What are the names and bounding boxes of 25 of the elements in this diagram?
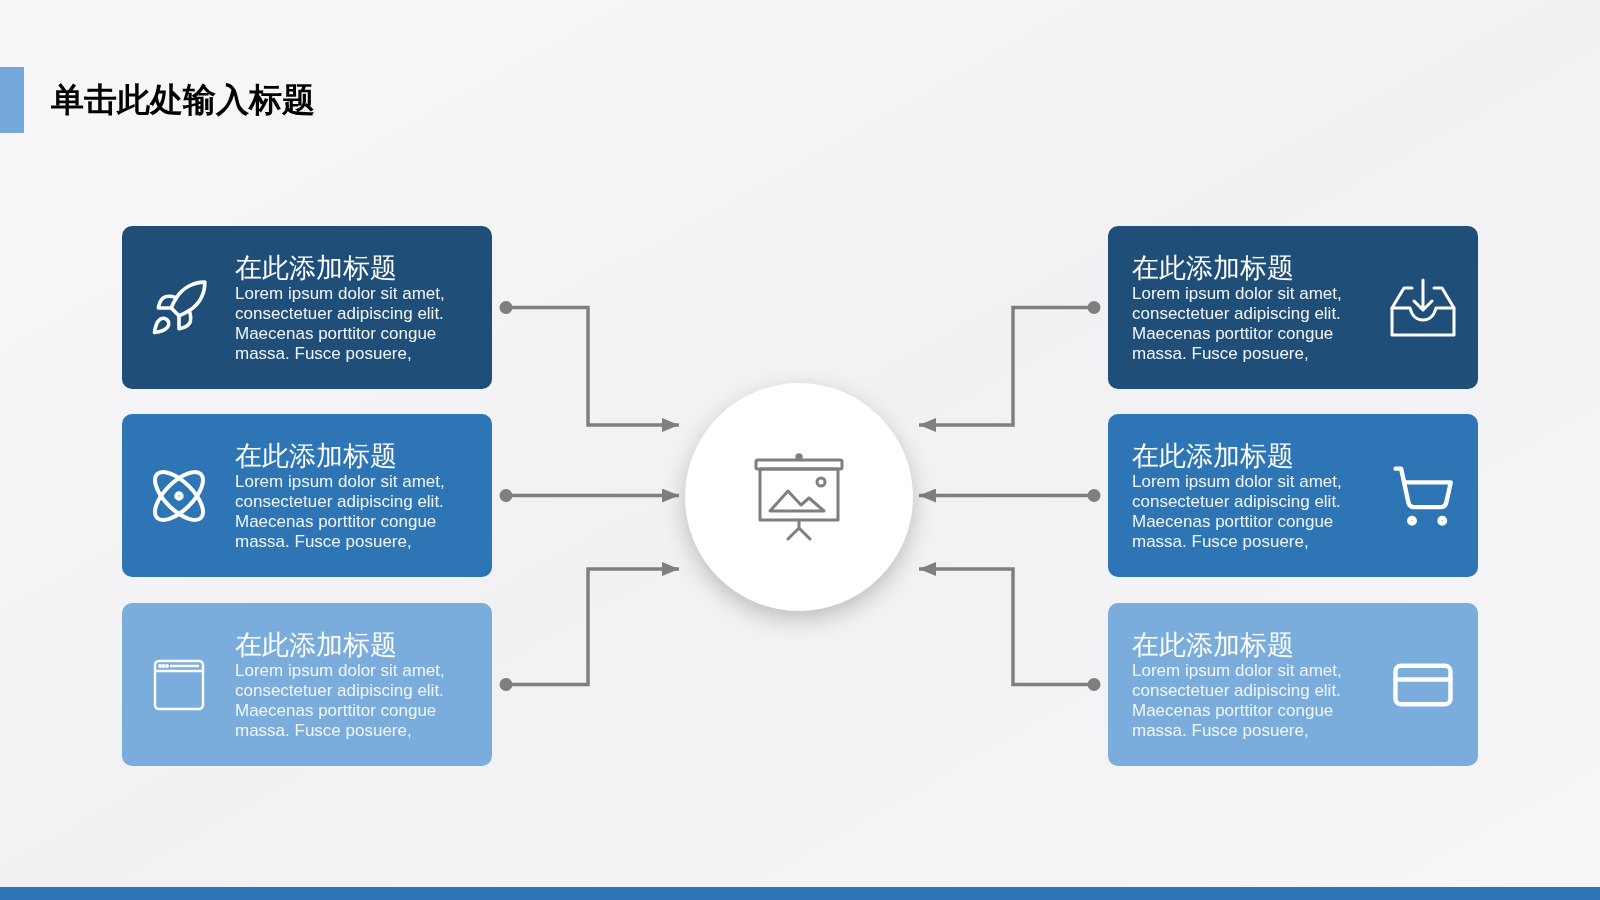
- slide-title: 单击此处输入标题: [51, 80, 315, 120]
- info-card: [1108, 603, 1478, 766]
- connector-arrow: [919, 488, 1101, 503]
- card-description: Lorem ipsum dolor sit amet, consectetuer adipiscing elit. Maecenas porttitor congue massa. Fusce posuere,: [235, 283, 446, 364]
- card-description: Lorem ipsum dolor sit amet, consectetuer adipiscing elit. Maecenas porttitor congue massa. Fusce posuere,: [1132, 283, 1343, 364]
- card-description: Lorem ipsum dolor sit amet, consectetuer adipiscing elit. Maecenas porttitor congue massa. Fusce posuere,: [1132, 660, 1343, 741]
- info-card: [122, 226, 492, 389]
- info-card: [122, 603, 492, 766]
- card-heading: 在此添加标题: [1132, 628, 1295, 661]
- card-description: Lorem ipsum dolor sit amet, consectetuer adipiscing elit. Maecenas porttitor congue massa. Fusce posuere,: [235, 471, 446, 552]
- card-heading: 在此添加标题: [1132, 251, 1295, 284]
- card-heading: 在此添加标题: [235, 628, 398, 661]
- connector-arrow: [919, 301, 1101, 432]
- card-description: Lorem ipsum dolor sit amet, consectetuer adipiscing elit. Maecenas porttitor congue massa. Fusce posuere,: [1132, 471, 1343, 552]
- info-card: [1108, 226, 1478, 389]
- info-card: [1108, 414, 1478, 577]
- card-heading: 在此添加标题: [235, 251, 398, 284]
- connector-arrow: [499, 488, 679, 503]
- card-heading: 在此添加标题: [1132, 439, 1295, 472]
- connector-arrow: [919, 562, 1101, 691]
- info-card: [122, 414, 492, 577]
- card-heading: 在此添加标题: [235, 439, 398, 472]
- connector-arrow: [499, 562, 679, 691]
- connector-arrow: [499, 301, 679, 432]
- card-description: Lorem ipsum dolor sit amet, consectetuer adipiscing elit. Maecenas porttitor congue massa. Fusce posuere,: [235, 660, 446, 741]
